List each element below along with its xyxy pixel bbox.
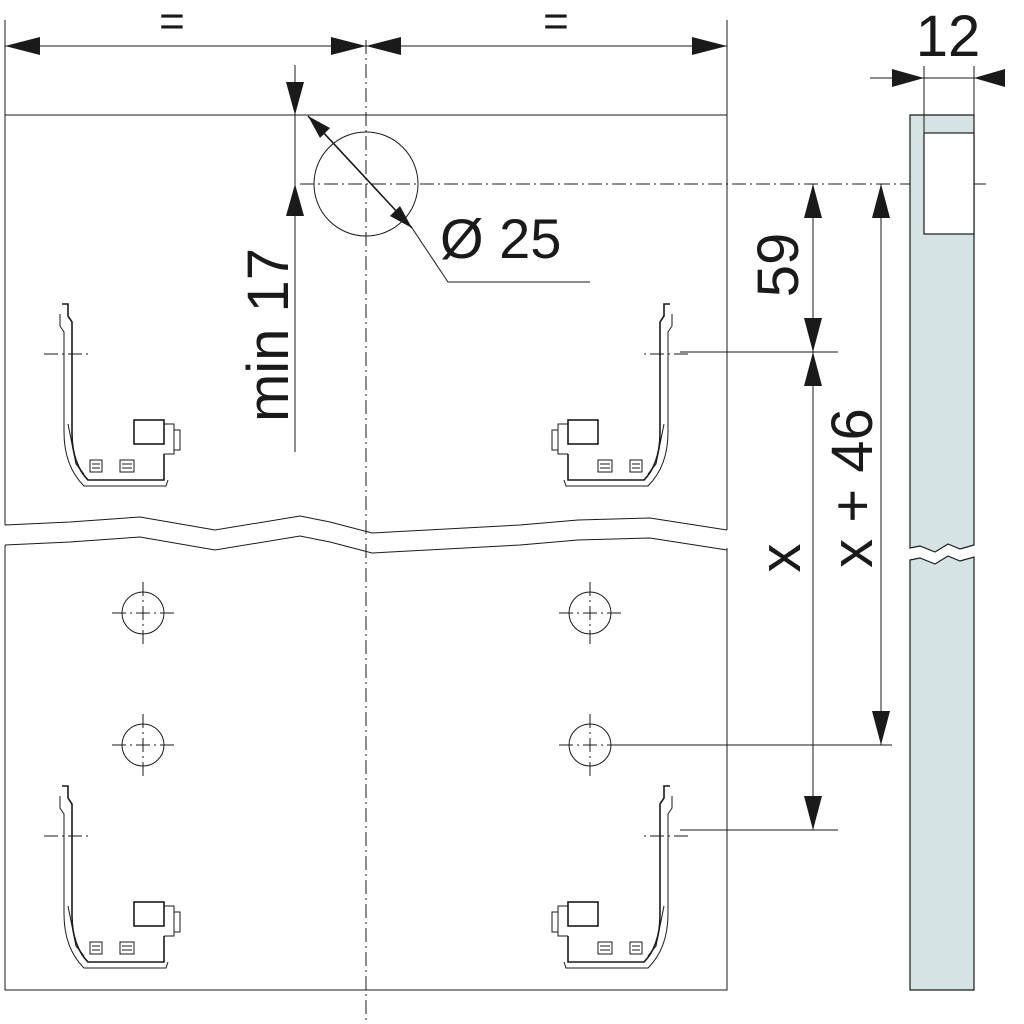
mounting-holes [112, 582, 621, 776]
offset-59-dimension: 59 [680, 184, 838, 353]
section-lower [909, 555, 975, 991]
door-panel [4, 40, 728, 1024]
equal-label-right: = [543, 0, 569, 46]
section-cup-recess [923, 132, 975, 235]
panel-side-section [909, 114, 975, 991]
thickness-label: 12 [916, 4, 981, 69]
drill-hole-icon [559, 582, 621, 644]
min-edge-label: min 17 [236, 248, 301, 422]
top-equal-dimension: = = [4, 0, 728, 118]
x-plus-46-dimension: x + 46 [610, 184, 892, 746]
drill-hole-icon [112, 582, 174, 644]
hinge-cup-hole: Ø 25 [300, 115, 990, 283]
drill-hole-icon [559, 714, 621, 776]
hinge-bracket-icon [43, 303, 181, 487]
x-plus-46-label: x + 46 [820, 408, 885, 568]
hole-diameter-label: Ø 25 [440, 207, 561, 270]
x-label: x [748, 544, 813, 573]
min-edge-dimension: min 17 [236, 65, 304, 452]
break-line-lower [4, 535, 728, 554]
x-dimension: x [680, 352, 838, 831]
hinge-bracket-icon [551, 303, 689, 487]
break-line-upper [4, 515, 728, 534]
drill-hole-icon [112, 714, 174, 776]
offset-59-label: 59 [746, 233, 811, 298]
hinge-bracket-icon [551, 785, 689, 969]
thickness-dimension: 12 [870, 4, 1005, 140]
equal-label-left: = [159, 0, 185, 46]
hinge-bracket-icon [43, 785, 181, 969]
